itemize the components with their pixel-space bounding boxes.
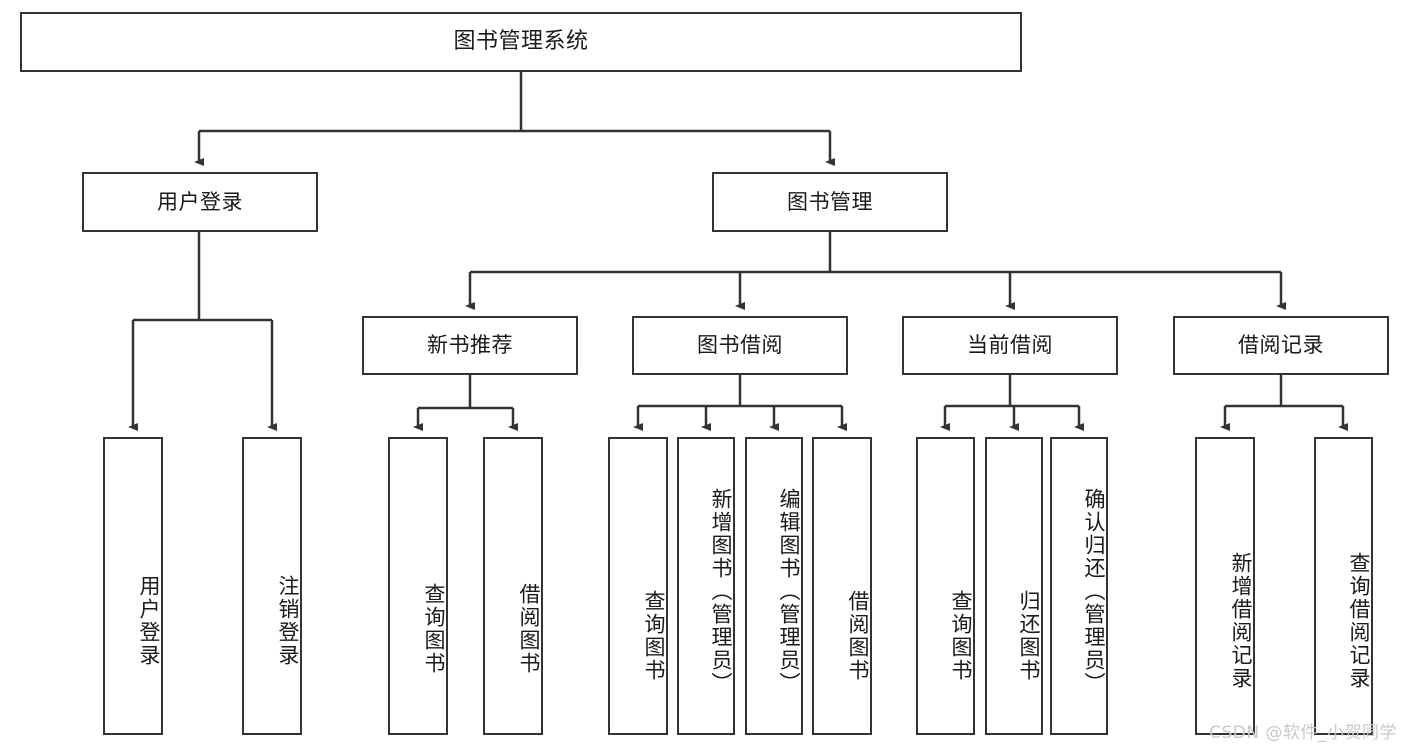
- leaf-newbook-borrow-book[interactable]: 借阅图书: [483, 437, 543, 735]
- leaf-borrow-edit-book-admin[interactable]: 编辑图书（管理员）: [745, 437, 803, 735]
- node-borrow-records[interactable]: 借阅记录: [1173, 316, 1389, 375]
- leaf-borrow-add-book-admin[interactable]: 新增图书（管理员）: [677, 437, 735, 735]
- node-current-borrow[interactable]: 当前借阅: [902, 316, 1118, 375]
- node-user-login[interactable]: 用户登录: [82, 172, 318, 232]
- node-new-book-recommend[interactable]: 新书推荐: [362, 316, 578, 375]
- node-root-system[interactable]: 图书管理系统: [20, 12, 1022, 72]
- leaf-newbook-query-book[interactable]: 查询图书: [388, 437, 448, 735]
- leaf-login-logout[interactable]: 注销登录: [242, 437, 302, 735]
- node-book-management[interactable]: 图书管理: [712, 172, 948, 232]
- leaf-borrow-query-book[interactable]: 查询图书: [608, 437, 668, 735]
- leaf-current-confirm-return-admin[interactable]: 确认归还（管理员）: [1050, 437, 1108, 735]
- leaf-current-query-book[interactable]: 查询图书: [916, 437, 975, 735]
- leaf-current-return-book[interactable]: 归还图书: [985, 437, 1043, 735]
- leaf-records-query-record[interactable]: 查询借阅记录: [1314, 437, 1373, 735]
- watermark-text: CSDN @软件_小贺同学: [1209, 723, 1397, 743]
- leaf-borrow-lend-book[interactable]: 借阅图书: [812, 437, 872, 735]
- node-book-borrow[interactable]: 图书借阅: [632, 316, 848, 375]
- leaf-login-user[interactable]: 用户登录: [103, 437, 163, 735]
- leaf-records-add-record[interactable]: 新增借阅记录: [1195, 437, 1255, 735]
